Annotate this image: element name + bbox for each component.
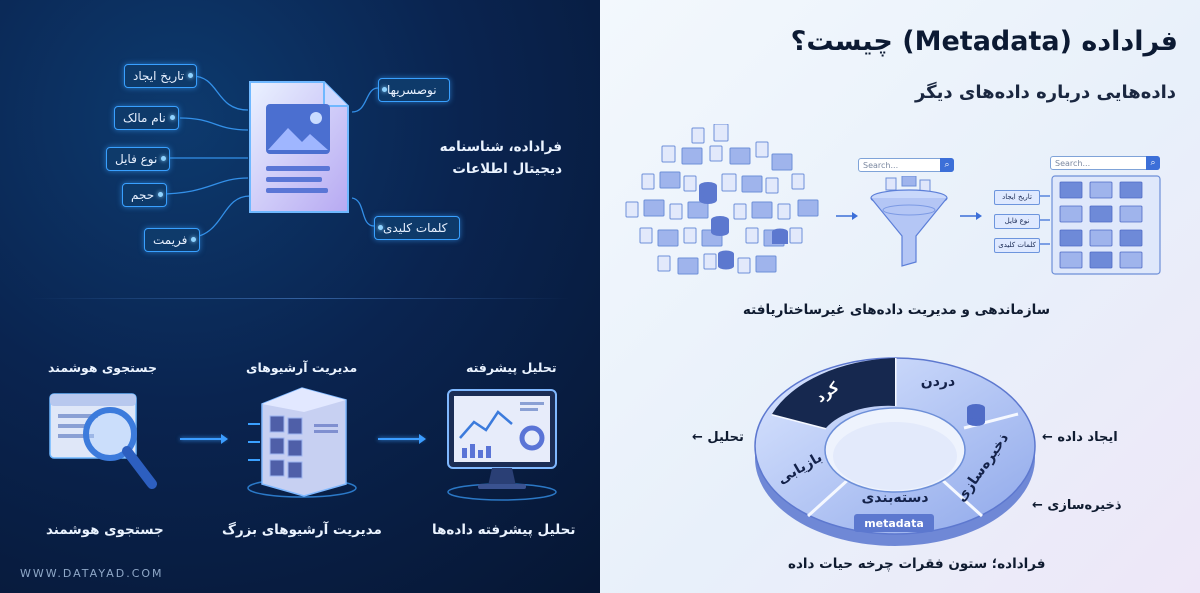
organized-folders-window — [1040, 175, 1161, 275]
search-placeholder-1: Search... — [863, 161, 899, 170]
feature-caption-archive: مدیریت آرشیوهای بزرگ — [222, 522, 382, 538]
tag-keywords: کلمات کلیدی — [374, 216, 461, 240]
arrow-2 — [378, 434, 426, 444]
analytics-monitor-icon — [447, 389, 557, 501]
label-storage-text: ذخیره‌سازی — [1047, 498, 1122, 513]
lifecycle-caption: فراداده؛ ستون فقرات چرخه حیات داده — [788, 556, 1046, 572]
unstructured-files-cloud — [625, 124, 819, 275]
label-data-creation-text: ایجاد داده — [1057, 430, 1118, 445]
mini-tag-creation-date: تاریخ ایجاد — [994, 190, 1040, 205]
site-watermark: WWW.DATAYAD.COM — [20, 567, 164, 580]
tag-author: نوصسریها — [378, 78, 450, 102]
lifecycle-ring: metadata دردن ذخیره‌سازی دسته‌بندی بازیا… — [754, 357, 1036, 546]
tag-owner-name: نام مالک — [114, 106, 179, 130]
search-placeholder-2: Search... — [1055, 159, 1091, 168]
funnel-icon — [870, 176, 948, 267]
search-icon[interactable]: ⌕ — [940, 158, 954, 172]
feature-title-analytics: تحلیل پیشرفته — [466, 360, 557, 375]
page-title: فراداده (Metadata) چیست؟ — [790, 26, 1178, 57]
caption-line-2: دیجیتال اطلاعات — [452, 161, 562, 177]
feature-title-archive: مدیریت آرشیوهای — [246, 360, 358, 375]
mini-tag-file-type: نوع فایل — [994, 214, 1040, 229]
page-subtitle: داده‌هایی درباره داده‌های دیگر — [914, 82, 1176, 103]
organize-caption: سازماندهی و مدیریت داده‌های غیرساختاریاف… — [742, 302, 1050, 318]
feature-title-search: جستجوی هوشمند — [48, 360, 157, 375]
document-icon — [249, 81, 349, 213]
core-label: metadata — [864, 517, 924, 530]
archive-server-icon — [247, 387, 357, 498]
search-bar-2[interactable]: Search... ⌕ — [1050, 156, 1160, 170]
flow-arrow-2 — [960, 212, 982, 220]
segment-label-3: دسته‌بندی — [861, 490, 928, 506]
label-storage: ذخیره‌سازی ← — [1032, 498, 1122, 513]
database-icon — [967, 404, 985, 426]
tag-size: حجم — [122, 183, 168, 207]
tag-format: فریمت — [144, 228, 201, 252]
tag-creation-date: تاریخ ایجاد — [124, 64, 198, 88]
flow-arrow-1 — [836, 212, 858, 220]
tag-file-type: نوع فایل — [106, 147, 171, 171]
arrow-1 — [180, 434, 228, 444]
feature-caption-search: جستجوی هوشمند — [46, 522, 164, 538]
feature-caption-analytics: تحلیل پیشرفته داده‌ها — [432, 522, 576, 538]
label-analysis: تحلیل ← — [692, 430, 744, 445]
caption-line-1: فراداده، شناسنامه — [439, 139, 562, 155]
search-icon-2[interactable]: ⌕ — [1146, 156, 1160, 170]
metadata-caption: فراداده، شناسنامه دیجیتال اطلاعات — [362, 136, 562, 180]
section-divider — [30, 298, 570, 299]
right-panel: فراداده (Metadata) چیست؟ داده‌هایی دربار… — [600, 0, 1200, 593]
label-data-creation: ایجاد داده ← — [1042, 430, 1118, 445]
label-analysis-text: تحلیل — [707, 430, 744, 445]
search-bar-1[interactable]: Search... ⌕ — [858, 158, 954, 172]
left-panel: تاریخ ایجاد نام مالک نوع فایل حجم فریمت … — [0, 0, 600, 593]
search-window-icon — [49, 393, 157, 489]
mini-tag-keywords: کلمات کلیدی — [994, 238, 1040, 253]
segment-label-1: دردن — [921, 374, 955, 390]
